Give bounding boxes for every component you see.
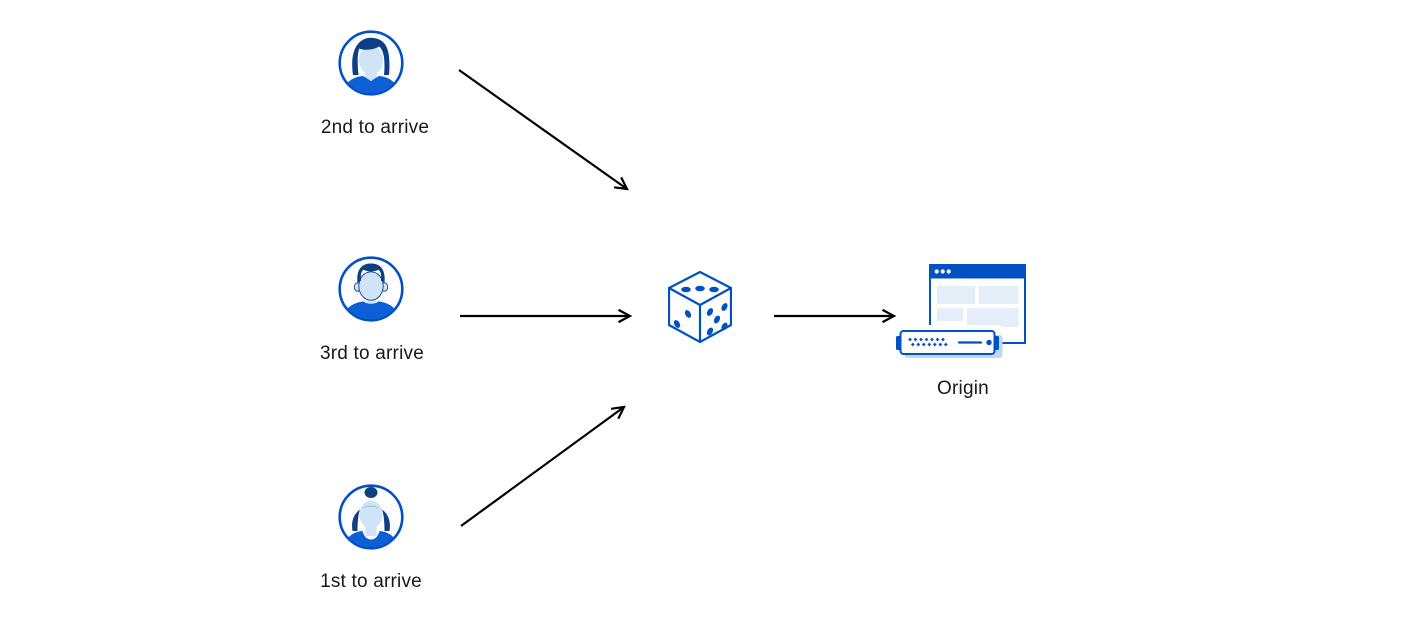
node-label-origin: Origin	[937, 378, 989, 399]
arrow-die-to-origin	[774, 308, 897, 324]
origin-server-icon	[896, 264, 1026, 358]
node-label-visitor-3rd: 3rd to arrive	[320, 343, 424, 364]
arrow-3rd-to-die	[460, 308, 633, 324]
node-origin	[896, 262, 1028, 367]
user-male-avatar-icon	[338, 30, 404, 96]
browser-window-icon	[929, 264, 1026, 344]
arrow-1st-to-die	[460, 405, 626, 527]
arrow-2nd-to-die	[458, 69, 629, 191]
node-label-visitor-1st: 1st to arrive	[320, 571, 422, 592]
user-female-avatar-icon	[338, 484, 404, 550]
dice-icon	[667, 270, 733, 344]
user-male-avatar-icon	[338, 256, 404, 322]
node-visitor-3rd	[338, 256, 404, 327]
node-label-visitor-2nd: 2nd to arrive	[320, 117, 430, 138]
server-icon	[896, 325, 1003, 358]
node-visitor-1st	[338, 484, 404, 555]
node-visitor-2nd	[338, 30, 404, 101]
node-random-die	[667, 270, 733, 349]
